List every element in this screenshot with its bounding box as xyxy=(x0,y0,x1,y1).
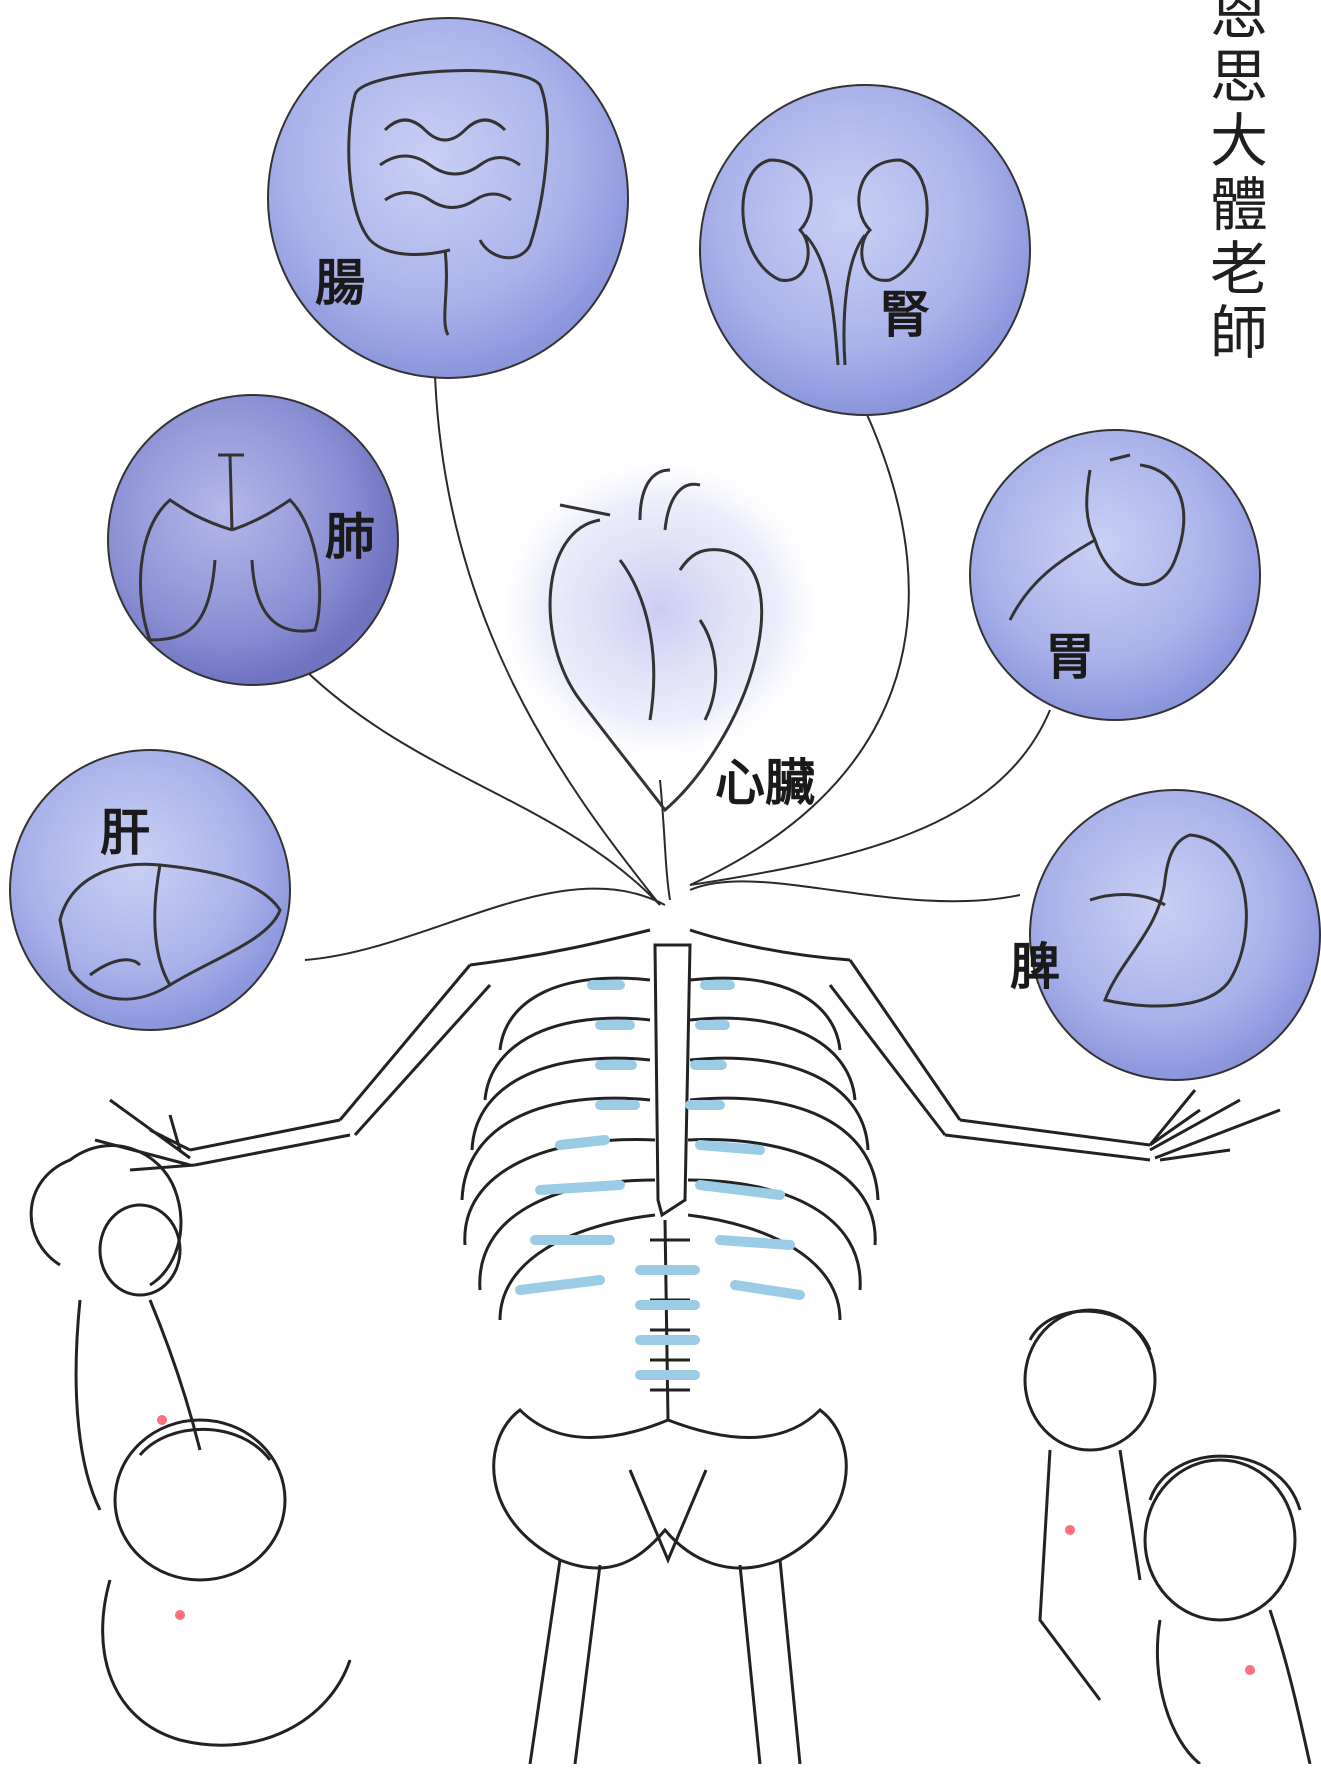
child-left-top xyxy=(31,1146,200,1510)
clavicle-left xyxy=(470,930,650,965)
liver-bubble xyxy=(10,750,290,1030)
stomach-bubble xyxy=(970,430,1260,720)
intestine-bubble xyxy=(268,18,628,378)
credit-text: 恩思大體老師 xyxy=(1205,0,1263,366)
cartilage-highlights xyxy=(520,985,800,1375)
clavicle-right xyxy=(690,930,850,960)
heart-label: 心臟 xyxy=(715,758,815,808)
child-left-bottom xyxy=(103,1420,350,1745)
kidney-label: 腎 xyxy=(880,290,930,340)
child-right-top xyxy=(1025,1310,1155,1700)
stomach-label: 胃 xyxy=(1045,632,1095,682)
lung-label: 肺 xyxy=(325,512,375,562)
liver-label: 肝 xyxy=(100,808,150,858)
child-right-bottom xyxy=(1145,1456,1310,1764)
kidney-bubble xyxy=(700,85,1030,415)
intestine-label: 腸 xyxy=(315,258,365,308)
sternum xyxy=(655,945,690,1215)
spleen-bubble xyxy=(1030,790,1320,1080)
pelvis xyxy=(494,1410,847,1568)
heart-accent-dot xyxy=(157,1415,167,1425)
spleen-label: 脾 xyxy=(1010,942,1060,992)
